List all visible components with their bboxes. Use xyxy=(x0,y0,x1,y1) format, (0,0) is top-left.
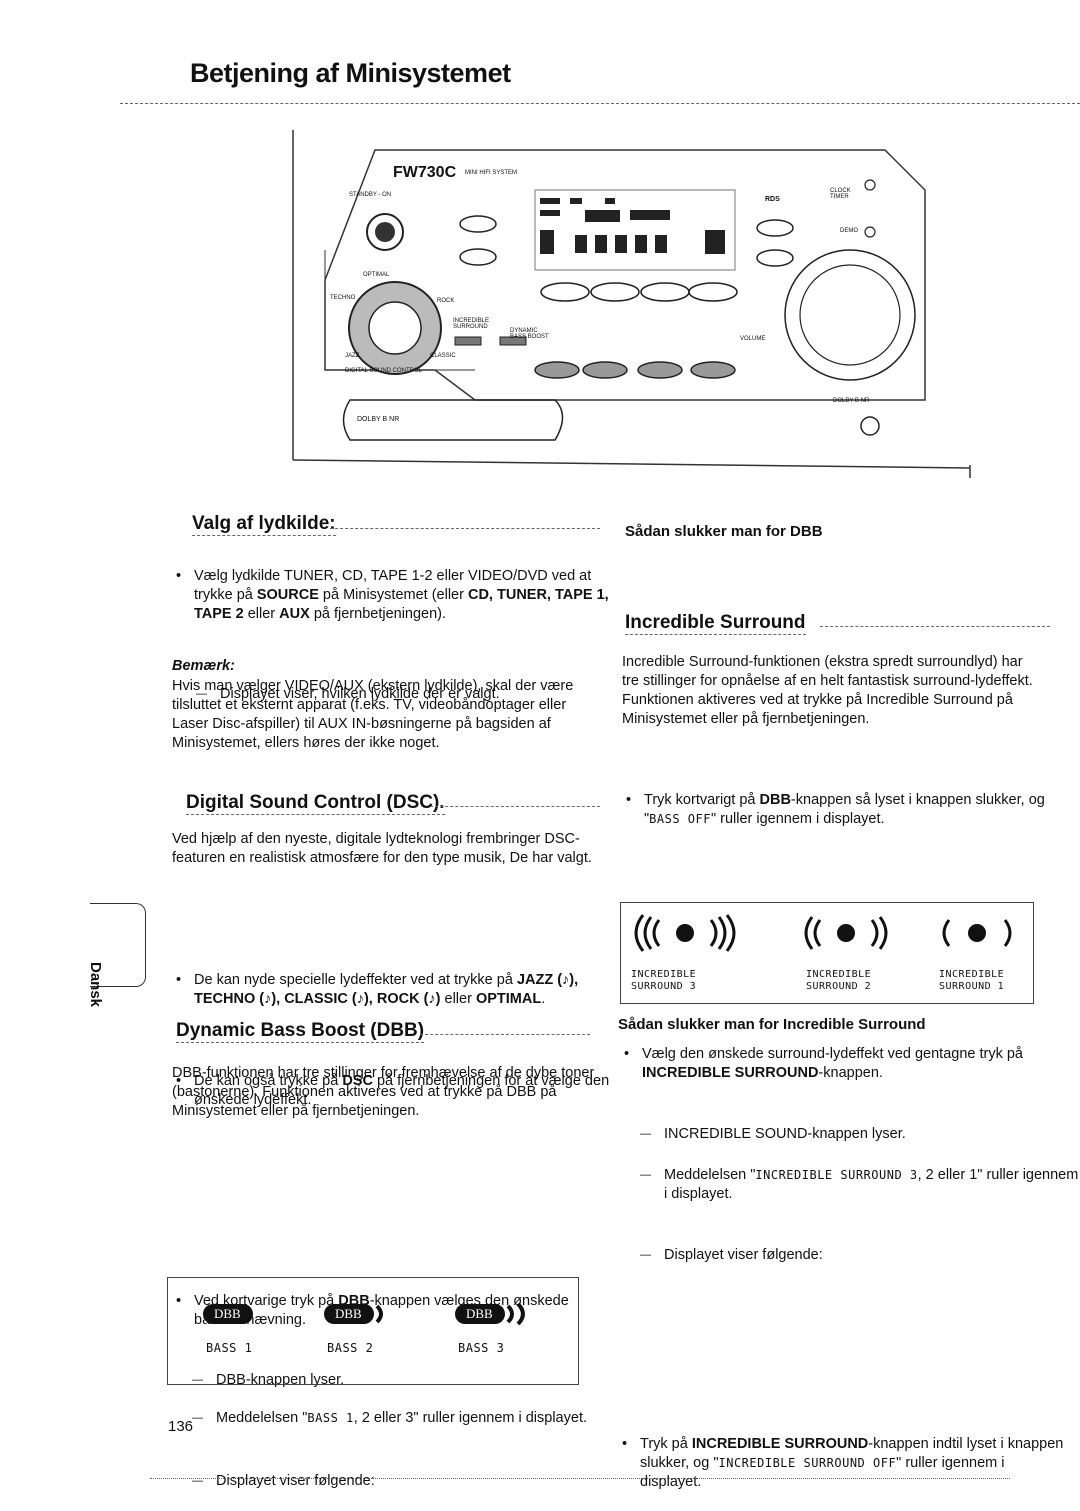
standby-label: STANDBY - ON xyxy=(349,192,392,198)
valg-heading: Valg af lydkilde: xyxy=(192,513,336,536)
tape-label: DOLBY B NR xyxy=(357,416,400,423)
incredible-heading: Incredible Surround xyxy=(625,612,806,635)
dbb-icon xyxy=(324,1304,383,1324)
dbb-display-label: BASS 3 xyxy=(458,1341,505,1355)
dbb-display-1: DBB BASS 1 xyxy=(202,1303,262,1355)
is-display-line1: INCREDIBLE xyxy=(939,969,1005,980)
dsc-heading: Digital Sound Control (DSC). xyxy=(186,792,445,815)
dbb-display-label: BASS 2 xyxy=(327,1341,374,1355)
dbb-off-bullet: Tryk kortvarigt på DBB-knappen så lyset … xyxy=(622,791,1064,829)
model-name: FW730C xyxy=(393,164,457,181)
incredible-text: Incredible Surround-funktionen (ekstra s… xyxy=(622,654,1033,727)
incredible-dash-3: Displayet viser følgende: xyxy=(620,1246,1064,1265)
dbb-heading: Dynamic Bass Boost (DBB) xyxy=(176,1020,425,1043)
is-display-1: INCREDIBLE SURROUND 3 xyxy=(629,911,749,992)
is-display-line1: INCREDIBLE xyxy=(631,969,697,980)
dbb-display-box: DBB BASS 1 DBB BASS 2 DBB BASS 3 xyxy=(167,1277,579,1385)
incredible-surround-label: INCREDIBLE SURROUND xyxy=(453,318,490,330)
bottom-rule xyxy=(150,1478,1010,1479)
dolby-label: DOLBY B NR xyxy=(833,398,870,404)
rock-label: ROCK xyxy=(437,298,455,304)
dbb-icon xyxy=(203,1304,253,1324)
incredible-surround-icon xyxy=(942,919,1012,947)
volume-label: VOLUME xyxy=(740,336,766,342)
model-sub: MINI HIFI SYSTEM xyxy=(465,170,518,176)
incredible-surround-icon xyxy=(634,914,736,952)
dbb-text: DBB-funktionen har tre stillinger for fr… xyxy=(172,1065,595,1119)
dbb-icon xyxy=(455,1302,525,1326)
dsc-bullet-1: De kan nyde specielle lydeffekter ved at… xyxy=(172,971,619,1009)
rds-label: RDS xyxy=(765,196,780,203)
dsc-bullet-2: De kan også trykke på DSC på fjernbetjen… xyxy=(172,1072,619,1110)
dbb-display-3: DBB BASS 3 xyxy=(454,1302,544,1355)
classic-label: CLASSIC xyxy=(430,353,456,359)
is-off-bullet: Tryk på INCREDIBLE SURROUND-knappen indt… xyxy=(618,1435,1065,1492)
demo-label: DEMO xyxy=(840,228,858,234)
incredible-dash-2: Meddelelsen "INCREDIBLE SURROUND 3, 2 el… xyxy=(620,1166,1080,1204)
note-title: Bemærk: xyxy=(172,658,235,674)
dbb-off-heading: Sådan slukker man for DBB xyxy=(625,523,823,540)
dbb-display-2: DBB BASS 2 xyxy=(323,1303,393,1355)
techno-label: TECHNO xyxy=(330,295,356,301)
title-rule xyxy=(120,103,1080,104)
incredible-display-box: INCREDIBLE SURROUND 3 INCREDIBLE SURROUN… xyxy=(620,902,1034,1004)
is-display-line2: SURROUND 3 xyxy=(631,981,697,992)
optimal-label: OPTIMAL xyxy=(363,272,390,278)
dbb-device-label: DYNAMIC BASS BOOST xyxy=(510,328,549,340)
incredible-dash-1: INCREDIBLE SOUND-knappen lyser. xyxy=(620,1125,1064,1144)
dsc-label: DIGITAL SOUND CONTROL xyxy=(345,368,423,374)
valg-dash: Displayet viser, hvilken lydkilde der er… xyxy=(176,685,640,704)
jazz-label: JAZZ xyxy=(345,353,360,359)
dsc-text: Ved hjælp af den nyeste, digitale lydtek… xyxy=(172,831,592,866)
is-display-2: INCREDIBLE SURROUND 2 xyxy=(796,911,906,992)
dbb-icon-text: DBB xyxy=(335,1306,362,1321)
incredible-rule xyxy=(820,626,1050,627)
dbb-icon-text: DBB xyxy=(466,1306,493,1321)
language-tab: Dansk xyxy=(87,903,146,1007)
device-illustration: FW730C MINI HIFI SYSTEM STANDBY - ON CLO… xyxy=(285,130,975,480)
incredible-surround-icon xyxy=(804,916,888,950)
valg-bullet: Vælg lydkilde TUNER, CD, TAPE 1-2 eller … xyxy=(172,567,619,624)
incredible-bullet: Vælg den ønskede surround-lydeffekt ved … xyxy=(620,1045,1062,1083)
dbb-dash-2: Meddelelsen "BASS 1, 2 eller 3" ruller i… xyxy=(172,1409,616,1428)
valg-rule xyxy=(330,528,600,529)
dbb-icon-text: DBB xyxy=(214,1306,241,1321)
dbb-rule xyxy=(420,1034,590,1035)
dsc-rule xyxy=(430,806,600,807)
is-off-heading: Sådan slukker man for Incredible Surroun… xyxy=(618,1016,926,1033)
page-number: 136 xyxy=(168,1418,194,1435)
dbb-display-label: BASS 1 xyxy=(206,1341,253,1355)
is-display-line2: SURROUND 2 xyxy=(806,981,872,992)
note-text: Hvis man vælger VIDEO/AUX (ekstern lydki… xyxy=(172,678,574,751)
is-display-3: INCREDIBLE SURROUND 1 xyxy=(929,911,1029,992)
dbb-dash-3: Displayet viser følgende: xyxy=(172,1472,636,1491)
page-title: Betjening af Minisystemet xyxy=(190,58,511,88)
is-display-line1: INCREDIBLE xyxy=(806,969,872,980)
is-display-line2: SURROUND 1 xyxy=(939,981,1005,992)
device-drawing xyxy=(292,130,971,478)
clock-timer-label: CLOCK TIMER xyxy=(830,188,851,200)
